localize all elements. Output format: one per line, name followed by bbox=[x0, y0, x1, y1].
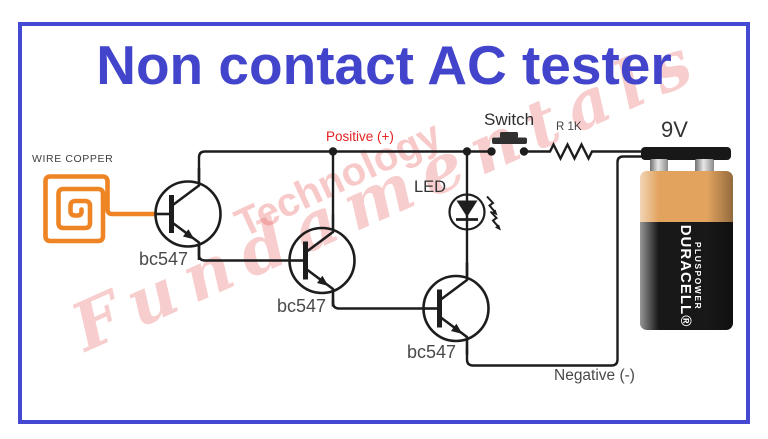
battery-series-text: PLUSPOWER bbox=[693, 241, 703, 311]
transistor-3-symbol bbox=[424, 263, 489, 355]
page-title: Non contact AC tester bbox=[96, 34, 672, 96]
light-rays-icon bbox=[486, 195, 501, 231]
positive-rail-label: Positive (+) bbox=[326, 129, 394, 144]
transistor-1-label: bc547 bbox=[139, 249, 189, 269]
copper-coil bbox=[43, 174, 158, 244]
junction-dot bbox=[519, 147, 529, 156]
battery-clip bbox=[641, 147, 731, 160]
negative-rail-wire bbox=[465, 155, 645, 367]
battery-brand-label: PLUSPOWER DURACELL® bbox=[672, 216, 703, 336]
t2-emitter-wire bbox=[331, 298, 426, 310]
junction-dot bbox=[487, 147, 496, 156]
battery-terminal bbox=[695, 159, 714, 173]
transistor-1-symbol bbox=[156, 168, 221, 260]
positive-rail-wire bbox=[197, 150, 493, 182]
junction-dot bbox=[328, 147, 338, 156]
battery-brand-text: DURACELL® bbox=[676, 224, 694, 328]
t1-emitter-wire bbox=[197, 244, 292, 262]
border-frame bbox=[18, 22, 750, 424]
led-symbol bbox=[448, 193, 486, 231]
coil-label: WIRE COPPER bbox=[32, 153, 114, 165]
junction-dots bbox=[328, 147, 529, 156]
transistor-2-symbol bbox=[290, 215, 355, 307]
battery-voltage-label: 9V bbox=[661, 117, 688, 142]
switch-label: Switch bbox=[484, 110, 535, 129]
led-label: LED bbox=[414, 178, 447, 196]
transistor-3-label: bc547 bbox=[407, 342, 457, 362]
transistor-2-label: bc547 bbox=[277, 296, 327, 316]
resistor-label: R 1K bbox=[556, 121, 582, 133]
switch-button-icon bbox=[492, 132, 527, 144]
resistor-wire bbox=[522, 141, 645, 162]
junction-dot bbox=[462, 147, 472, 156]
battery-terminal bbox=[650, 159, 668, 173]
negative-rail-label: Negative (-) bbox=[554, 367, 635, 384]
battery-body bbox=[640, 171, 733, 330]
